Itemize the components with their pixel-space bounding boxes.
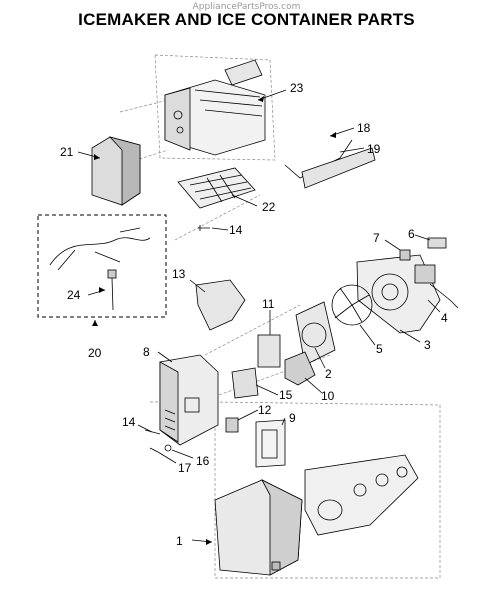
wiring-kit-box [37,214,167,318]
callout-13: 13 [172,267,186,281]
sensor-probe [107,269,117,311]
leader-arrowheads [92,96,336,545]
ice-container [214,479,303,576]
callout-14-upper: 14 [229,223,243,237]
fan-motor [284,351,316,386]
actuator-bracket [231,367,259,399]
ice-tray [177,167,256,209]
callout-4: 4 [441,311,448,325]
auger-motor-assembly [356,237,459,334]
callout-3: 3 [424,338,431,352]
callout-14-lower: 14 [122,415,136,429]
callout-6: 6 [408,227,415,241]
wire-harness [49,227,151,271]
callout-22: 22 [262,200,276,214]
callout-10: 10 [321,389,335,403]
callout-18: 18 [357,121,371,135]
watermark: AppliancePartsPros.com [192,2,301,12]
callout-20: 20 [88,346,102,360]
ice-bucket-housing [159,354,219,446]
housing-frame [255,419,286,468]
callout-12: 12 [258,403,272,417]
callout-19: 19 [367,142,381,156]
icemaker-assembly [164,59,266,156]
callout-8: 8 [143,345,150,359]
screw-lower [144,429,161,435]
small-part-17 [149,447,159,453]
callout-labels: 1 2 3 4 5 6 7 8 9 10 11 12 13 14 14 15 1… [60,81,448,548]
callout-23: 23 [290,81,304,95]
assembly-outlines [119,54,441,579]
callout-11: 11 [262,297,275,311]
switch-part [257,334,281,368]
callout-9: 9 [289,411,296,425]
ice-bin [304,454,419,536]
small-part-16 [164,444,172,452]
ice-chute [195,279,246,331]
small-part-12 [225,417,239,433]
mounting-bracket [301,147,376,189]
callout-17: 17 [178,461,192,475]
callout-1: 1 [176,534,183,548]
callout-7: 7 [373,231,380,245]
icemaker-cover [91,136,141,206]
fan-shroud [295,301,336,366]
page-title: ICEMAKER AND ICE CONTAINER PARTS [78,10,415,29]
screw-upper [198,225,210,231]
callout-21: 21 [60,145,74,159]
fan-blade [331,284,373,326]
callout-2: 2 [325,367,332,381]
callout-15: 15 [279,388,293,402]
callout-24: 24 [67,288,81,302]
callout-5: 5 [376,342,383,356]
callout-16: 16 [196,454,210,468]
